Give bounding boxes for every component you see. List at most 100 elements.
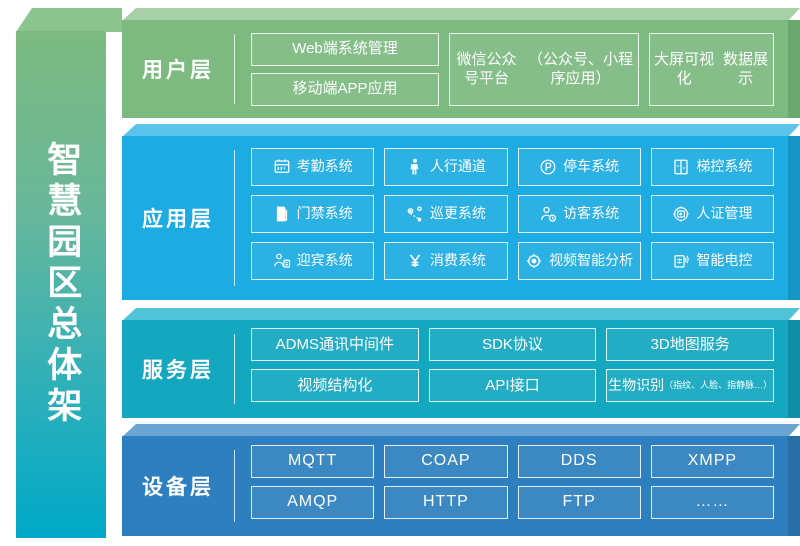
cell-id-verify[interactable]: 人证管理: [650, 194, 774, 233]
cell-label: 迎宾系统: [296, 252, 353, 269]
cell-label: MQTT: [287, 452, 338, 470]
cell-smart-power[interactable]: 智能电控: [650, 241, 774, 280]
layer-application-divider: [234, 150, 235, 286]
layer-service-label: 服务层: [142, 359, 214, 382]
layer-application-top-face: [122, 124, 800, 137]
layer-user-divider: [234, 34, 235, 104]
id-verify-icon: [672, 205, 690, 223]
cell-pedestrian[interactable]: 人行通道: [384, 147, 508, 186]
cell-label: AMQP: [287, 493, 339, 511]
layer-service-top-face: [122, 308, 800, 321]
greeting-icon: [273, 252, 291, 270]
cell-patrol-route[interactable]: 巡更系统: [384, 194, 508, 233]
cell-row: 迎宾系统 消费系统 视频智能分析 智能电控: [251, 241, 774, 280]
cell-生物识别[interactable]: 生物识别（指纹、人脸、指静脉…）: [606, 369, 775, 402]
cell-xmpp[interactable]: XMPP: [650, 445, 774, 478]
cell-row: MQTT COAP DDS XMPP: [251, 445, 774, 478]
cell-sdk协议[interactable]: SDK协议: [428, 328, 597, 361]
cell-http[interactable]: HTTP: [384, 486, 508, 519]
cell-visitor-clock[interactable]: 访客系统: [517, 194, 641, 233]
layer-user: 用户层 Web端系统管理 移动端APP应用 微信公众号平台（公众号、小程序应用）…: [122, 8, 800, 118]
smart-power-icon: [672, 252, 690, 270]
user-cell-wechat[interactable]: 微信公众号平台（公众号、小程序应用）: [449, 32, 639, 106]
user-stack-group: Web端系统管理 移动端APP应用: [251, 32, 439, 106]
layer-service: 服务层 ADMS通讯中间件 SDK协议 3D地图服务视频结构化 API接口 生物识别（指…: [122, 308, 800, 418]
patrol-route-icon: [406, 205, 424, 223]
visitor-clock-icon: [539, 205, 557, 223]
cell-attendance[interactable]: 考勤系统: [251, 147, 375, 186]
cell-elevator[interactable]: 梯控系统: [650, 147, 774, 186]
cell-row: 门禁系统 巡更系统 访客系统 人证管理: [251, 194, 774, 233]
layer-device-divider: [234, 450, 235, 522]
cell-3d地图服务[interactable]: 3D地图服务: [606, 328, 775, 361]
layer-device-top-face: [122, 424, 800, 437]
cell-label: 消费系统: [429, 252, 486, 269]
layer-user-label: 用户层: [142, 59, 214, 82]
door-access-icon: [273, 205, 291, 223]
cell-……[interactable]: ……: [650, 486, 774, 519]
pedestrian-icon: [406, 158, 424, 176]
layer-device: 设备层 MQTT COAP DDS XMPP AMQP HTTP FTP ……: [122, 424, 800, 536]
cell-row: AMQP HTTP FTP ……: [251, 486, 774, 519]
cell-视频结构化[interactable]: 视频结构化: [251, 369, 419, 402]
cell-yuan[interactable]: 消费系统: [384, 241, 508, 280]
cell-label: 视频结构化: [297, 376, 373, 394]
cell-api接口[interactable]: API接口: [428, 369, 597, 402]
attendance-icon: [273, 158, 291, 176]
layer-service-cells: ADMS通讯中间件 SDK协议 3D地图服务视频结构化 API接口 生物识别（指纹、人脸…: [235, 328, 788, 410]
user-cell-mobile[interactable]: 移动端APP应用: [251, 72, 439, 106]
cell-coap[interactable]: COAP: [384, 445, 508, 478]
cell-label: 门禁系统: [296, 205, 353, 222]
layer-device-body: 设备层 MQTT COAP DDS XMPP AMQP HTTP FTP ……: [122, 436, 788, 536]
cell-amqp[interactable]: AMQP: [251, 486, 375, 519]
layer-application-body: 应用层 考勤系统 人行通道 停车系统 梯控系统门禁系统 巡更系统 访客系统 人证管理迎宾系统…: [122, 136, 788, 300]
cell-label: 人行通道: [429, 158, 486, 175]
cell-camera-lens[interactable]: 视频智能分析: [517, 241, 641, 280]
cell-label: 3D地图服务: [650, 335, 730, 353]
cell-row: ADMS通讯中间件 SDK协议 3D地图服务: [251, 328, 775, 361]
cell-door-access[interactable]: 门禁系统: [251, 194, 375, 233]
cell-parking[interactable]: 停车系统: [517, 147, 641, 186]
cell-label: 考勤系统: [296, 158, 353, 175]
layer-user-cells: Web端系统管理 移动端APP应用 微信公众号平台（公众号、小程序应用） 大屏可…: [235, 32, 788, 106]
banner-title: 智慧园区总体架: [42, 141, 82, 428]
cell-label: HTTP: [422, 493, 469, 511]
layer-service-divider: [234, 334, 235, 404]
cell-label: 人证管理: [696, 205, 753, 222]
cell-label: COAP: [421, 452, 471, 470]
layer-user-side-face: [788, 20, 800, 118]
cell-label: 视频智能分析: [549, 252, 634, 269]
title-banner: 智慧园区总体架: [16, 8, 122, 538]
elevator-icon: [672, 158, 690, 176]
parking-icon: [539, 158, 557, 176]
cell-row: 视频结构化 API接口 生物识别（指纹、人脸、指静脉…）: [251, 369, 775, 402]
layer-application-label: 应用层: [142, 208, 214, 231]
layer-device-label: 设备层: [142, 476, 214, 499]
cell-adms通讯中间件[interactable]: ADMS通讯中间件: [251, 328, 419, 361]
layer-application-cells: 考勤系统 人行通道 停车系统 梯控系统门禁系统 巡更系统 访客系统 人证管理迎宾系统 消费系统…: [235, 147, 788, 289]
cell-label: 生物识别: [608, 377, 665, 394]
layer-application: 应用层 考勤系统 人行通道 停车系统 梯控系统门禁系统 巡更系统 访客系统 人证管理迎宾系统…: [122, 124, 800, 300]
cell-label: XMPP: [687, 452, 738, 470]
banner-top-face: [16, 8, 122, 32]
cell-label: DDS: [560, 452, 598, 470]
cell-label: 访客系统: [563, 205, 620, 222]
layer-device-cells: MQTT COAP DDS XMPP AMQP HTTP FTP ……: [235, 445, 788, 527]
cell-label: FTP: [562, 493, 596, 511]
cell-label: 巡更系统: [429, 205, 486, 222]
cell-mqtt[interactable]: MQTT: [251, 445, 375, 478]
user-cell-web[interactable]: Web端系统管理: [251, 32, 439, 66]
cell-greeting[interactable]: 迎宾系统: [251, 241, 375, 280]
layer-user-top-face: [122, 8, 800, 21]
cell-label: 智能电控: [696, 252, 753, 269]
cell-dds[interactable]: DDS: [517, 445, 641, 478]
cell-ftp[interactable]: FTP: [517, 486, 641, 519]
yuan-icon: [406, 252, 424, 270]
cell-label: 梯控系统: [696, 158, 753, 175]
camera-lens-icon: [525, 252, 543, 270]
user-cell-bigscreen[interactable]: 大屏可视化数据展示: [649, 32, 774, 106]
layer-application-side-face: [788, 136, 800, 300]
cell-label: API接口: [485, 376, 540, 394]
cell-label: SDK协议: [482, 335, 543, 353]
